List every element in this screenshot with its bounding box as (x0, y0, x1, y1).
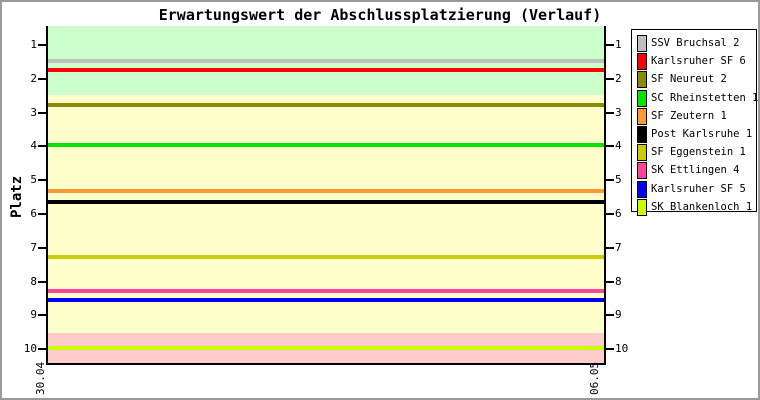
y-tick-right (606, 246, 614, 249)
legend-label: Post Karlsruhe 1 (651, 128, 753, 140)
legend-label: SF Eggenstein 1 (651, 146, 746, 159)
y-tick-label-left: 2 (30, 71, 37, 85)
legend: SSV Bruchsal 2 Karlsruher SF 6 SF Neureut … (631, 29, 759, 216)
y-tick-label-left: 8 (30, 274, 37, 288)
series-line-post-karlsruhe-1 (48, 200, 604, 205)
legend-label: Karlsruher SF 5 (651, 182, 746, 195)
y-tick-label-left: 10 (23, 342, 37, 356)
y-tick-label-left: 3 (30, 105, 37, 119)
y-tick-label-right: 5 (615, 173, 622, 187)
series-line-sf-zeutern-1 (48, 189, 604, 194)
series-line-sf-neureut-2 (48, 102, 604, 107)
y-tick-label-left: 7 (30, 240, 37, 254)
y-tick-label-right: 9 (615, 308, 622, 322)
series-line-karlsruher-sf-5 (48, 298, 604, 303)
y-tick-left (38, 280, 46, 283)
y-tick-left (38, 145, 46, 148)
midfield-zone-band (48, 95, 604, 334)
y-tick-label-right: 4 (615, 139, 622, 153)
y-tick-label-right: 8 (615, 274, 622, 288)
legend-swatch (637, 107, 647, 125)
legend-swatch (637, 35, 647, 52)
y-tick-label-right: 6 (615, 206, 622, 220)
series-line-sf-eggenstein-1 (48, 254, 604, 259)
y-tick-right (606, 280, 614, 283)
legend-swatch (637, 126, 647, 143)
series-line-sc-rheinstetten-1 (48, 143, 604, 148)
y-tick-right (606, 212, 614, 215)
legend-swatch (637, 53, 647, 71)
y-tick-label-right: 2 (615, 71, 622, 85)
y-tick-label-left: 1 (30, 38, 37, 52)
legend-swatch (637, 198, 647, 216)
legend-label: SK Ettlingen 4 (651, 164, 740, 177)
y-tick-label-left: 4 (30, 139, 37, 153)
y-tick-left (38, 179, 46, 182)
series-line-sk-blankenloch-1 (48, 346, 604, 351)
y-tick-right (606, 179, 614, 182)
plot-area (46, 26, 606, 365)
x-tick-label-start: 30.04 (34, 361, 47, 395)
y-tick-label-right: 1 (615, 38, 622, 52)
y-tick-right (606, 314, 614, 317)
legend-label: SF Neureut 2 (651, 73, 727, 86)
y-tick-left (38, 212, 46, 215)
series-line-ssv-bruchsal-2 (48, 58, 604, 63)
y-tick-label-right: 7 (615, 240, 622, 254)
legend-label: SK Blankenloch 1 (651, 200, 753, 213)
y-tick-label-left: 5 (30, 173, 37, 187)
y-tick-right (606, 145, 614, 148)
y-tick-left (38, 44, 46, 47)
series-line-sk-ettlingen-4 (48, 288, 604, 293)
legend-swatch (637, 89, 647, 107)
x-tick-label-end: 06.05 (588, 361, 601, 395)
y-tick-left (38, 348, 46, 351)
legend-label: Karlsruher SF 6 (651, 55, 746, 68)
legend-label: SC Rheinstetten 1 (651, 91, 759, 104)
y-tick-left (38, 246, 46, 249)
legend-swatch (637, 180, 647, 198)
series-line-karlsruher-sf-6 (48, 67, 604, 72)
legend-label: SSV Bruchsal 2 (651, 37, 740, 49)
y-tick-right (606, 44, 614, 47)
legend-swatch (637, 71, 647, 89)
y-tick-left (38, 314, 46, 317)
legend-swatch (637, 144, 647, 162)
chart-title: Erwartungswert der Abschlussplatzierung … (158, 6, 602, 24)
y-tick-left (38, 111, 46, 114)
y-tick-label-left: 9 (30, 308, 37, 322)
legend-swatch (637, 162, 647, 180)
y-tick-right (606, 348, 614, 351)
y-tick-right (606, 111, 614, 114)
y-tick-label-right: 3 (615, 105, 622, 119)
y-tick-label-left: 6 (30, 206, 37, 220)
y-tick-label-right: 10 (615, 342, 629, 356)
y-tick-right (606, 77, 614, 80)
legend-label: SF Zeutern 1 (651, 109, 727, 122)
y-tick-left (38, 77, 46, 80)
